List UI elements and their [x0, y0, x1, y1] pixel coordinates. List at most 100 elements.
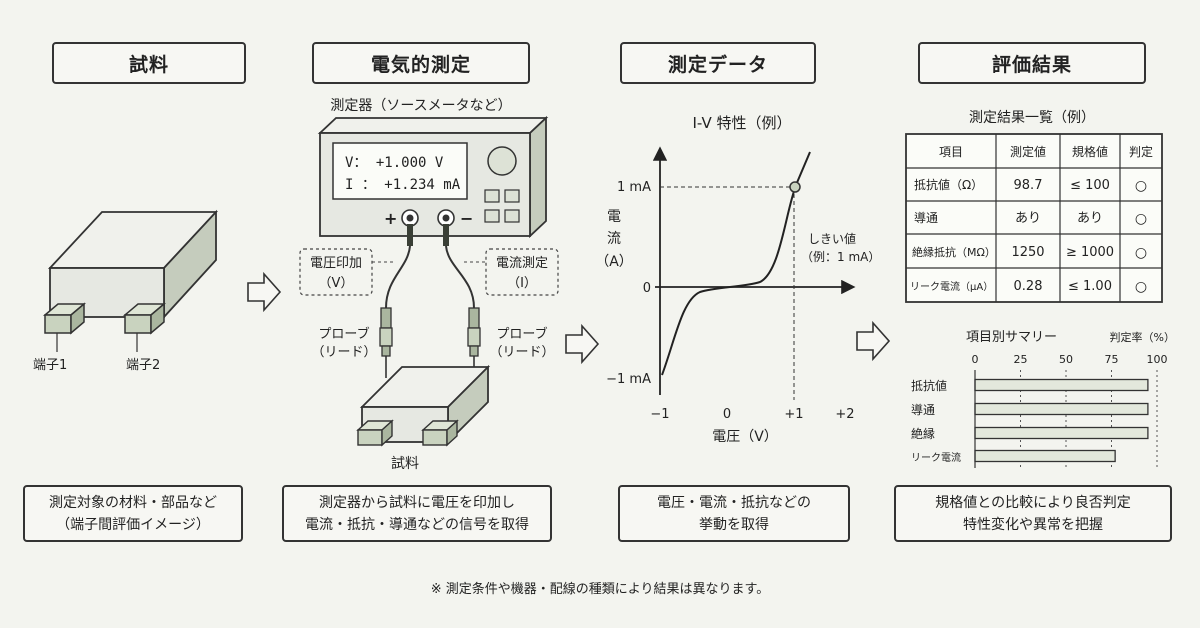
current-meas-unit: （I） — [507, 276, 537, 291]
col-header-judge: 判定 — [1129, 144, 1153, 159]
probe-right-sub: （リード） — [489, 345, 554, 360]
col-header-item: 項目 — [939, 145, 963, 159]
desc-measure: 測定器から試料に電圧を印加し 電流・抵抗・導通などの信号を取得 — [282, 485, 552, 542]
panel-button — [484, 189, 500, 203]
desc-evaluation: 規格値との比較により良否判定 特性変化や異常を把握 — [894, 485, 1172, 542]
desc-sample: 測定対象の材料・部品など （端子間評価イメージ） — [23, 485, 243, 542]
desc-data-line2: 挙動を取得 — [699, 516, 769, 533]
terminal-2-label: 端子2 — [126, 358, 160, 373]
display-screen — [332, 142, 468, 200]
minus-terminal-label: − — [460, 209, 473, 228]
results-title: 測定結果一覧（例） — [969, 109, 1095, 126]
terminal-1-label: 端子1 — [33, 358, 67, 373]
summary-xtick: 100 — [1147, 353, 1168, 366]
lead-voltage — [385, 245, 411, 309]
summary-xtick: 75 — [1105, 353, 1119, 366]
summary-xtick: 0 — [972, 353, 979, 366]
iv-xtick-0: 0 — [723, 407, 731, 422]
probe-left — [379, 307, 393, 378]
summary-bar — [974, 449, 1116, 463]
panel-button — [484, 209, 500, 223]
summary-category-label: 導通 — [911, 403, 935, 417]
desc-evaluation-line1: 規格値との比較により良否判定 — [935, 494, 1131, 511]
sample-block: 端子1 端子2 — [33, 209, 219, 373]
lead-current — [445, 245, 475, 309]
desc-sample-line1: 測定対象の材料・部品など — [49, 494, 217, 511]
voltage-apply-callout — [299, 248, 373, 296]
header-measure-label: 電気的測定 — [370, 53, 471, 76]
probe-left-label: プローブ — [318, 326, 369, 342]
terminal-1 — [42, 302, 87, 335]
summary-xtick: 50 — [1059, 353, 1073, 366]
col-header-spec: 規格値 — [1072, 144, 1108, 159]
current-meas-callout — [485, 248, 559, 296]
panel-button — [504, 189, 520, 203]
current-readout: I ： +1.234 mA — [345, 177, 461, 193]
iv-chart: I-V 特性（例） 電 流 （A） 1 mA 0 −1 mA −1 0 +1 +… — [595, 114, 880, 445]
header-data-label: 測定データ — [667, 53, 768, 76]
summary-category-label: 絶縁 — [911, 426, 935, 441]
summary-category-label: 抵抗値 — [911, 378, 947, 393]
desc-sample-line2: （端子間評価イメージ） — [56, 516, 210, 533]
header-measure: 電気的測定 — [312, 42, 530, 84]
knob-icon — [487, 146, 517, 176]
iv-ytick-zero: 0 — [643, 281, 651, 296]
table-cell: ≥ 1000 — [1066, 245, 1114, 260]
iv-ylabel-3: （A） — [595, 254, 633, 270]
iv-ytick-neg: −1 mA — [606, 372, 651, 387]
iv-ylabel-1: 電 — [607, 209, 621, 225]
flow-arrow-2 — [565, 323, 600, 365]
probe-right-label: プローブ — [496, 326, 547, 342]
source-meter: V： +1.000 V I ： +1.234 mA + − — [317, 115, 549, 239]
table-cell: あり — [1077, 211, 1103, 226]
table-cell: あり — [1015, 211, 1041, 226]
sample-under-test — [356, 364, 491, 447]
desc-measure-line2: 電流・抵抗・導通などの信号を取得 — [305, 516, 529, 533]
threshold-sub: （例：1 mA） — [801, 250, 880, 264]
header-sample-label: 試料 — [128, 53, 169, 76]
summary-xtick: 25 — [1014, 353, 1028, 366]
table-cell: 絶縁抵抗（MΩ） — [912, 245, 996, 259]
table-cell: 導通 — [914, 211, 938, 225]
table-cell: 0.28 — [1014, 279, 1043, 294]
header-evaluation: 評価結果 — [918, 42, 1146, 84]
iv-curve — [661, 151, 811, 376]
iv-xtick-m1: −1 — [650, 407, 669, 422]
summary-category-label: リーク電流 — [911, 451, 961, 464]
pass-mark: ○ — [1135, 245, 1147, 261]
desc-data: 電圧・電流・抵抗などの 挙動を取得 — [618, 485, 850, 542]
summary-xlabel: 判定率（%） — [1110, 330, 1175, 344]
flow-arrow-3 — [856, 320, 891, 362]
probe-right — [467, 307, 481, 378]
threshold-point — [789, 181, 801, 193]
pass-mark: ○ — [1135, 211, 1147, 227]
summary-bar — [974, 378, 1149, 392]
voltage-readout: V： +1.000 V — [345, 155, 444, 171]
results-table: 項目 測定値 規格値 判定 抵抗値（Ω） 98.7 ≤ 100 ○ 導通 あり … — [905, 133, 1163, 303]
panel-button — [504, 209, 520, 223]
table-cell: 98.7 — [1014, 178, 1043, 193]
plus-terminal-label: + — [384, 209, 397, 228]
header-sample: 試料 — [52, 42, 246, 84]
flow-arrow-1 — [247, 271, 282, 313]
summary-title: 項目別サマリー — [966, 330, 1057, 345]
table-cell: 1250 — [1011, 245, 1044, 260]
threshold-label: しきい値 — [808, 231, 856, 246]
header-evaluation-label: 評価結果 — [991, 53, 1072, 76]
current-meas-label: 電流測定 — [496, 256, 548, 271]
table-cell: ≤ 1.00 — [1068, 279, 1112, 294]
table-cell: リーク電流（μA） — [910, 280, 993, 293]
desc-measure-line1: 測定器から試料に電圧を印加し — [319, 494, 515, 511]
col-header-value: 測定値 — [1010, 144, 1046, 159]
sample-under-test-label: 試料 — [391, 456, 419, 472]
desc-evaluation-line2: 特性変化や異常を把握 — [963, 516, 1103, 533]
table-cell: ≤ 100 — [1070, 178, 1110, 193]
iv-ylabel-2: 流 — [607, 231, 621, 247]
voltage-apply-unit: （V） — [319, 276, 354, 291]
probe-left-sub: （リード） — [311, 345, 376, 360]
terminal-2 — [122, 302, 167, 335]
pass-mark: ○ — [1135, 279, 1147, 295]
iv-xtick-p2: +2 — [835, 407, 854, 422]
